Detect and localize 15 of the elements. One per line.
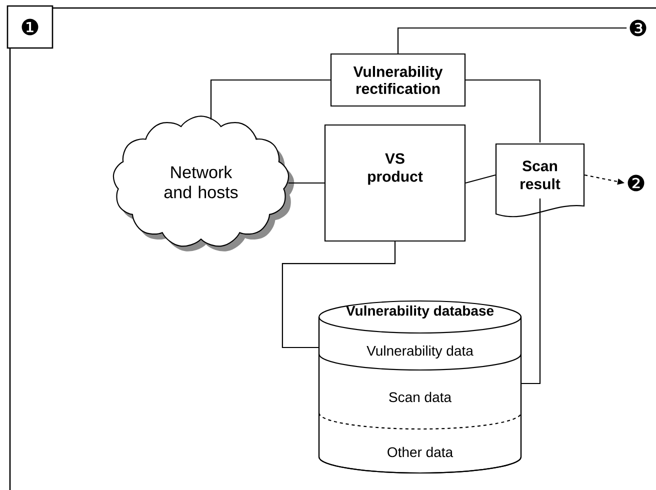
connector bbox=[466, 79, 541, 142]
callout-number: ❷ bbox=[628, 174, 644, 192]
section-number-box: ❶ bbox=[6, 5, 54, 49]
connector bbox=[397, 27, 627, 54]
connector bbox=[210, 79, 330, 120]
process-box: Vulnerability rectification bbox=[330, 53, 466, 107]
connector bbox=[465, 174, 496, 184]
database-row: Vulnerability data bbox=[318, 317, 522, 371]
database-row: Other data bbox=[318, 413, 522, 474]
connector bbox=[288, 182, 324, 184]
network-cloud: Network and hosts bbox=[112, 116, 294, 252]
connector bbox=[282, 242, 396, 348]
process-box: VS product bbox=[324, 124, 466, 242]
callout-number: ❸ bbox=[630, 20, 646, 36]
connector bbox=[522, 198, 541, 384]
